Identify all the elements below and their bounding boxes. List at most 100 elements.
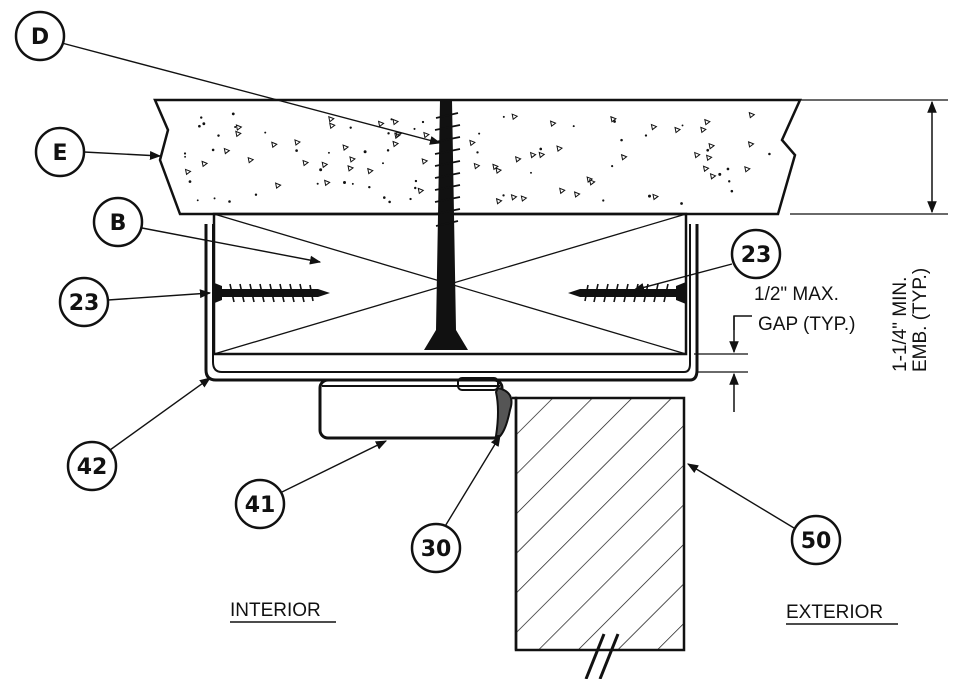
leader-lines [57, 41, 795, 529]
aggregate-dot [530, 171, 532, 174]
aggregate-dot [611, 165, 614, 168]
aggregate-mark [549, 120, 557, 128]
callout-42-text: 42 [77, 455, 108, 480]
aggregate-dot [343, 181, 346, 185]
aggregate-mark [744, 165, 751, 173]
aggregate-mark [586, 176, 594, 183]
aggregate-dot [409, 197, 412, 201]
aggregate-dot [730, 189, 734, 193]
aggregate-mark [650, 123, 658, 131]
aggregate-dot [768, 152, 771, 156]
exterior-label: EXTERIOR [786, 602, 883, 623]
aggregate-mark [394, 132, 401, 140]
aggregate-mark [421, 158, 429, 165]
aggregate-mark [321, 161, 329, 169]
aggregate-dot [383, 196, 386, 199]
gap-dimension [694, 315, 752, 412]
embedment-dimension-line1: 1-1/4" MIN. [890, 277, 911, 372]
aggregate-mark [392, 118, 400, 126]
aggregate-dot [413, 127, 416, 130]
aggregate-mark [392, 140, 400, 148]
aggregate-mark [520, 195, 528, 202]
aggregate-dot [228, 200, 231, 203]
callout-b: B [92, 196, 144, 248]
aggregate-dot [213, 197, 216, 200]
aggregate-dot [363, 150, 367, 154]
callout-30-text: 30 [421, 537, 452, 562]
aggregate-mark [702, 165, 710, 173]
aggregate-mark [700, 126, 707, 134]
aggregate-dot [648, 194, 652, 198]
aggregate-mark [709, 173, 717, 180]
aggregate-dot [390, 118, 393, 121]
aggregate-dot [198, 124, 201, 128]
door-section-50 [512, 396, 686, 679]
aggregate-mark [589, 179, 596, 186]
aggregate-dot [188, 180, 192, 183]
aggregate-mark [367, 167, 374, 175]
aggregate-dot [681, 124, 684, 127]
aggregate-mark [620, 153, 628, 161]
aggregate-mark [235, 130, 242, 138]
aggregate-dot [295, 149, 298, 152]
aggregate-dot [502, 194, 505, 197]
aggregate-dot [644, 134, 648, 137]
aggregate-mark [492, 163, 499, 171]
aggregate-dot [316, 182, 319, 185]
concrete-aggregate-speckles [183, 111, 771, 205]
aggregate-mark [674, 126, 682, 134]
aggregate-dot [421, 120, 425, 124]
aggregate-mark [323, 179, 331, 187]
aggregate-dot [502, 115, 505, 118]
aggregate-dot [414, 186, 417, 190]
aggregate-mark [652, 193, 660, 201]
aggregate-dot [196, 199, 199, 202]
aggregate-mark [201, 160, 209, 168]
aggregate-dot [368, 185, 371, 189]
door-stop-41 [318, 377, 504, 440]
callout-23-left: 23 [58, 276, 110, 328]
aggregate-mark [235, 124, 243, 131]
aggregate-mark [556, 145, 563, 152]
aggregate-dot [202, 122, 206, 126]
aggregate-mark [511, 113, 519, 121]
callout-50: 50 [790, 514, 842, 566]
aggregate-dot [387, 132, 390, 135]
screw-23-right [568, 282, 686, 304]
callout-e-text: E [52, 141, 67, 166]
callout-b-text: B [110, 211, 127, 236]
aggregate-dot [620, 138, 623, 142]
aggregate-mark [329, 122, 336, 130]
aggregate-mark [423, 131, 430, 139]
aggregate-dot [264, 131, 267, 134]
callout-23-right-text: 23 [741, 243, 772, 268]
weatherstrip-seal-30 [494, 386, 513, 437]
callout-23-left-text: 23 [69, 291, 100, 316]
aggregate-mark [704, 118, 711, 126]
aggregate-mark [347, 165, 355, 172]
aggregate-mark [247, 156, 255, 164]
aggregate-dot [234, 125, 237, 129]
aggregate-dot [386, 149, 390, 152]
embedment-dimension-line2: EMB. (TYP.) [910, 268, 931, 372]
aggregate-mark [495, 167, 503, 175]
callout-42: 42 [66, 440, 118, 492]
interior-label: INTERIOR [230, 600, 321, 621]
aggregate-mark [473, 162, 481, 170]
screw-23-left [212, 282, 330, 304]
aggregate-dot [613, 120, 616, 123]
anchor-screw-d [424, 100, 468, 350]
callout-23-right: 23 [730, 228, 782, 280]
aggregate-mark [223, 147, 231, 155]
aggregate-mark [417, 187, 425, 195]
aggregate-mark [377, 120, 385, 128]
aggregate-mark [469, 139, 476, 147]
aggregate-dot [382, 162, 384, 165]
aggregate-mark [271, 141, 278, 149]
aggregate-dot [414, 179, 418, 183]
aggregate-dot [728, 180, 731, 183]
aggregate-mark [349, 156, 356, 163]
gap-dimension-line1: 1/2" MAX. [754, 284, 839, 305]
aggregate-dot [217, 134, 220, 137]
